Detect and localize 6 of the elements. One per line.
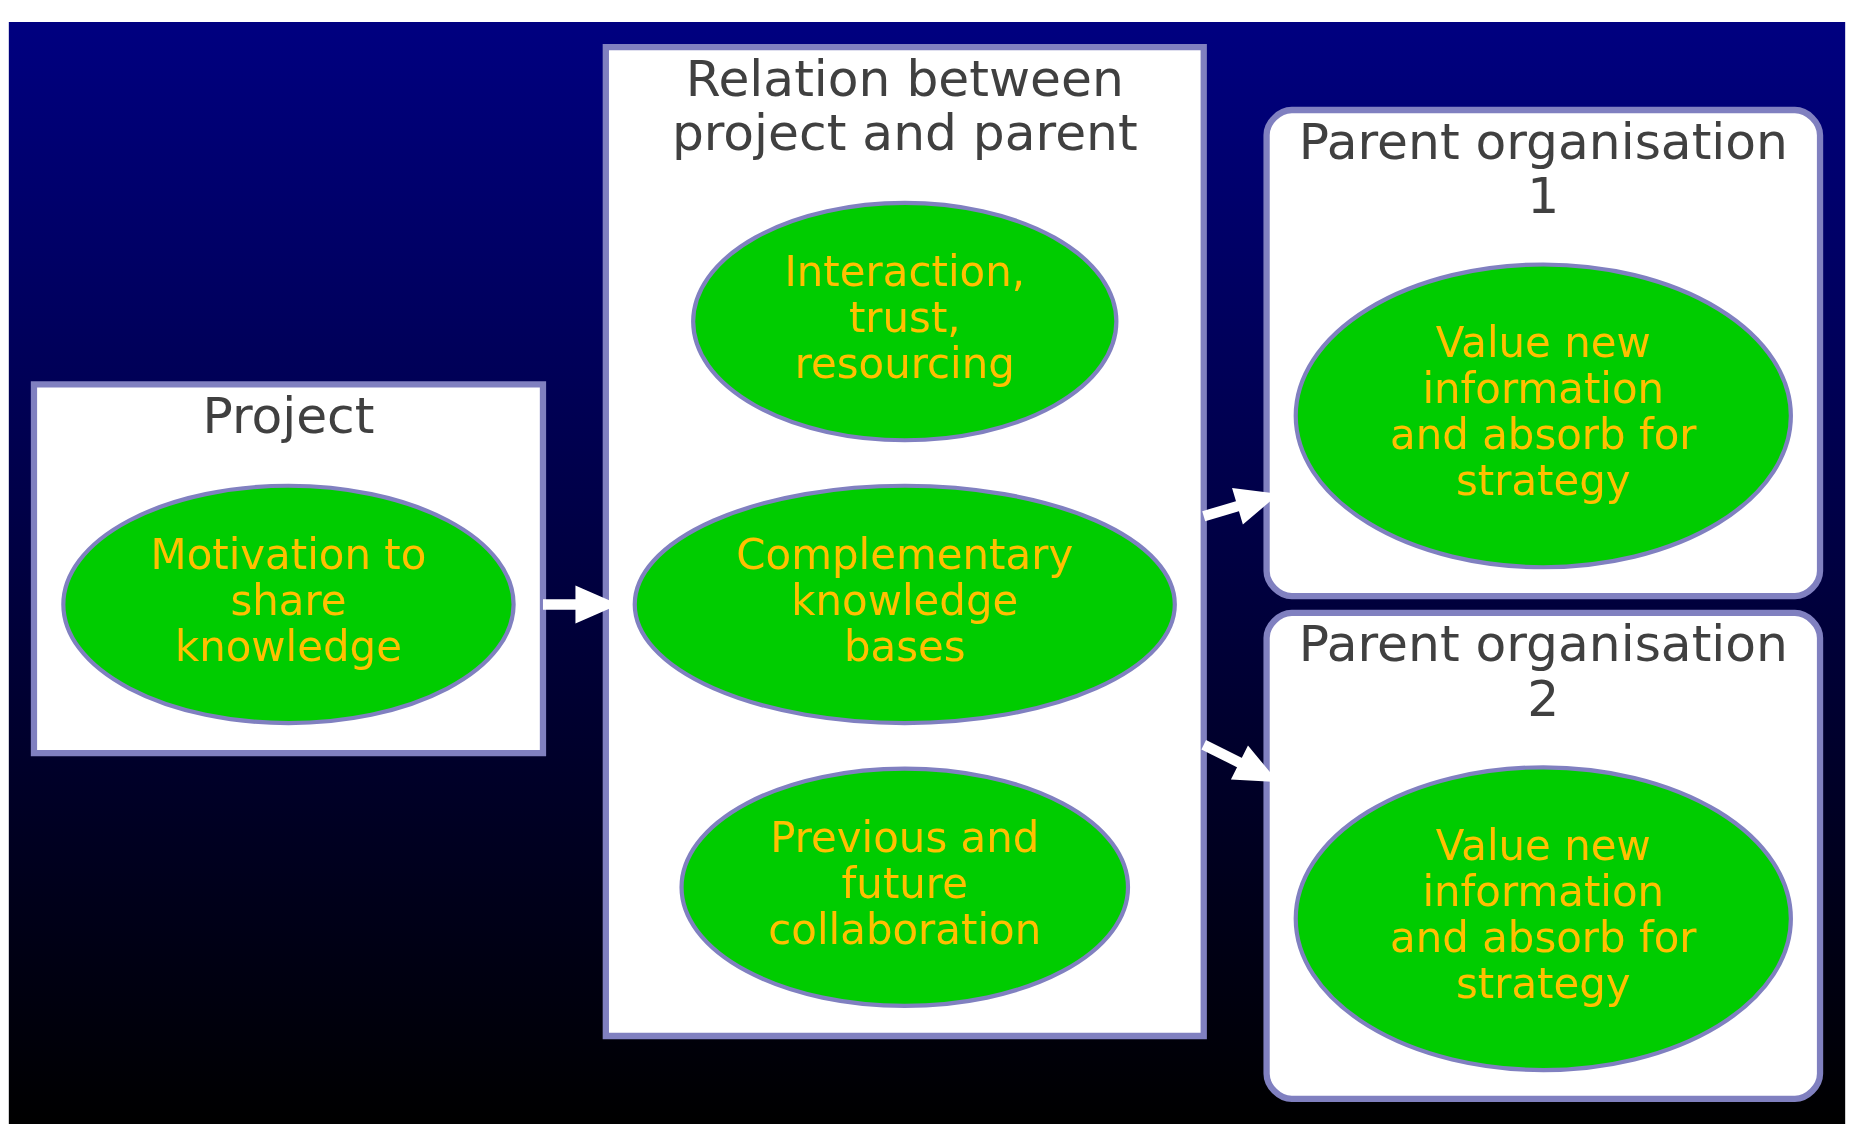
node-ellipse: Interaction, trust, resourcing <box>691 200 1119 443</box>
node-ellipse: Complementary knowledge bases <box>632 483 1177 726</box>
node-ellipse: Motivation to share knowledge <box>61 483 516 726</box>
node-ellipse: Value new information and absorb for strategy <box>1293 262 1793 570</box>
node-ellipse: Value new information and absorb for strategy <box>1293 765 1793 1073</box>
node-ellipse: Previous and future collaboration <box>679 766 1131 1008</box>
